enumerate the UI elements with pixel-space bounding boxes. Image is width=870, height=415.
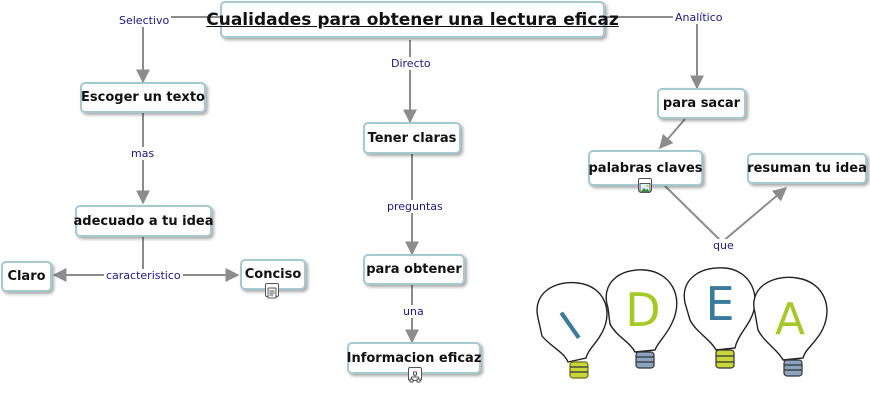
bulb-2 — [605, 269, 678, 353]
socket-4 — [783, 359, 803, 377]
bulb-letter-a: A — [775, 294, 805, 345]
link-label-mas: mas — [129, 147, 157, 160]
node-conciso-label: Conciso — [244, 267, 302, 282]
network-icon[interactable] — [408, 367, 422, 383]
link-label-una: una — [401, 305, 426, 318]
link-label-preguntas: preguntas — [385, 200, 445, 213]
node-para-obtener[interactable]: para obtener — [363, 254, 465, 285]
socket-3 — [715, 349, 735, 369]
idea-bulbs-illustration: I D E A — [536, 267, 828, 379]
link-label-directo: Directo — [389, 57, 433, 70]
node-resuman-tu-idea[interactable]: resuman tu idea — [747, 153, 867, 184]
node-tener-claras[interactable]: Tener claras — [363, 122, 461, 154]
node-para-obtener-label: para obtener — [366, 262, 462, 277]
node-para-sacar-label: para sacar — [662, 96, 741, 111]
node-escoger-un-texto[interactable]: Escoger un texto — [80, 82, 206, 113]
link-label-caracteristico: caracteristico — [104, 269, 183, 282]
root-node[interactable]: Cualidades para obtener una lectura efic… — [206, 1, 619, 38]
edge-que — [664, 185, 788, 244]
node-tener-label: Tener claras — [367, 130, 457, 146]
node-para-sacar[interactable]: para sacar — [657, 88, 746, 119]
node-adecuado-label: adecuado a tu idea — [73, 213, 214, 229]
bulb-letter-d: D — [625, 283, 660, 337]
socket-1 — [569, 361, 589, 379]
link-label-que: que — [711, 239, 736, 252]
node-claro[interactable]: Claro — [1, 261, 52, 292]
bulb-1 — [536, 281, 608, 363]
node-informacion-label: Informacion eficaz — [346, 350, 482, 366]
node-resuman-label: resuman tu idea — [747, 161, 867, 176]
socket-2 — [635, 351, 655, 369]
bulb-4 — [753, 276, 828, 361]
document-icon[interactable] — [265, 283, 279, 299]
image-icon[interactable] — [638, 178, 652, 193]
node-informacion-eficaz[interactable]: Informacion eficaz — [347, 342, 481, 374]
node-escoger-label: Escoger un texto — [81, 90, 205, 105]
node-claro-label: Claro — [7, 269, 46, 284]
node-adecuado[interactable]: adecuado a tu idea — [73, 205, 214, 237]
link-label-analitico: Analítico — [673, 11, 725, 24]
link-label-selectivo: Selectivo — [117, 14, 172, 27]
bulb-letter-e: E — [705, 277, 734, 331]
bulb-3 — [683, 267, 756, 351]
root-node-label: Cualidades para obtener una lectura efic… — [206, 9, 619, 30]
edge-para-sacar — [659, 118, 686, 150]
node-palabras-label: palabras claves — [588, 160, 703, 176]
